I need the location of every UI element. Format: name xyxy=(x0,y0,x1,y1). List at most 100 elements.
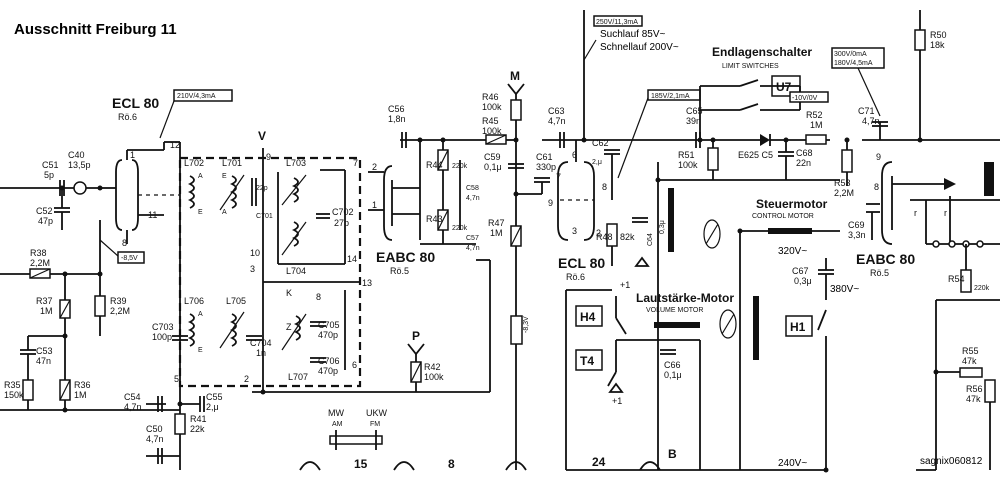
if-filter-dashed-box xyxy=(178,156,362,388)
pin-8-left: 8 xyxy=(122,238,127,248)
r48-ref: R48 xyxy=(596,232,613,242)
tube-ecl80-left-sub: Rö.6 xyxy=(118,112,137,122)
c59-val: 0,1μ xyxy=(484,162,502,172)
box-300v-label: 300V/0mA xyxy=(834,51,867,58)
box-180v-label: 180V/4,5mA xyxy=(834,60,873,67)
r53-val: 2,2M xyxy=(834,188,854,198)
coil-e1: E xyxy=(198,209,203,216)
c51-ref: C51 xyxy=(42,160,59,170)
pin-2-eabc: 2 xyxy=(372,162,377,172)
plus1-b: +1 xyxy=(612,396,622,406)
tube-ecl80-left-name: ECL 80 xyxy=(112,95,159,111)
control-motor-coil-2 xyxy=(753,296,759,360)
pin-2: 2 xyxy=(244,374,249,384)
c704-ref: C704 xyxy=(250,338,272,348)
pin-1-eabc: 1 xyxy=(372,200,377,210)
band-switch: MW AM UKW FM 15 8 xyxy=(299,408,455,471)
box-minus-10v-label: -10V/0V xyxy=(792,95,818,102)
input-section: C51 5p C40 13,5p C52 47p R38 2,2M R39 2,… xyxy=(0,150,180,411)
c705-ref: C705 xyxy=(318,320,340,330)
node-p-label: P xyxy=(412,329,420,343)
c61-ref: C61 xyxy=(536,152,553,162)
r37-ref: R37 xyxy=(36,296,53,306)
c61-val: 330p xyxy=(536,162,556,172)
switch-h4: H4 xyxy=(580,310,596,324)
pin-6: 6 xyxy=(352,360,357,370)
c51-val: 5p xyxy=(44,170,54,180)
r39-val: 2,2M xyxy=(110,306,130,316)
c53-ref: C53 xyxy=(36,346,53,356)
signature-label: sagnix060812 xyxy=(920,456,983,467)
box-minus-8-3v xyxy=(510,315,523,345)
tube-eabc80-mid: 2 1 EABC 80 Rö.5 xyxy=(368,162,435,276)
diode-e625-label: E625 C5 xyxy=(738,150,773,160)
c56-ref: C56 xyxy=(388,104,405,114)
c66-val: 0,1μ xyxy=(664,370,682,380)
box-210v xyxy=(173,89,233,102)
r41-val: 22k xyxy=(190,424,205,434)
band-switch-bar xyxy=(329,435,383,445)
pin-2-ecl: 2 xyxy=(596,228,601,238)
c706-ref: C706 xyxy=(318,356,340,366)
coil-l706-e: E xyxy=(198,347,203,354)
c63-ref: C63 xyxy=(548,106,565,116)
r35-val: 150k xyxy=(4,390,24,400)
c55-ref: C55 xyxy=(206,392,223,402)
c702-ref: C702 xyxy=(332,207,354,217)
pin-3: 3 xyxy=(250,264,255,274)
volume-motor-sub: VOLUME MOTOR xyxy=(646,307,703,314)
c58-ref: C58 xyxy=(466,185,479,192)
switch-fm: FM xyxy=(370,421,380,428)
tube-eabc80-right-sub: Rö.5 xyxy=(870,268,889,278)
r45-val: 100k xyxy=(482,126,502,136)
limit-switch-sub: LIMIT SWITCHES xyxy=(722,63,779,70)
coil-l704-label: L704 xyxy=(286,266,306,276)
limit-switch-label: Endlagenschalter xyxy=(712,45,812,59)
pin-7-ecl: 7 xyxy=(556,172,561,182)
tube-eabc80-right-name: EABC 80 xyxy=(856,251,915,267)
r38-ref: R38 xyxy=(30,248,47,258)
c69-ref: C69 xyxy=(848,220,865,230)
r50-val: 18k xyxy=(930,40,945,50)
pin-5: 5 xyxy=(174,374,179,384)
c52-ref: C52 xyxy=(36,206,53,216)
r45-ref: R45 xyxy=(482,116,499,126)
note-240v: 240V~ xyxy=(778,458,807,469)
r47-ref: R47 xyxy=(488,218,505,228)
c58-val: 4,7n xyxy=(466,195,480,202)
c69-val: 3,3n xyxy=(848,230,866,240)
diode-e625 xyxy=(760,134,770,146)
c40-val: 13,5p xyxy=(68,160,91,170)
r54-ref: R54 xyxy=(948,274,965,284)
c64-val: 0,3μ xyxy=(659,220,666,234)
r41-ref: R41 xyxy=(190,414,207,424)
c55-val: 2,μ xyxy=(206,402,219,412)
c67-val: 0,3μ xyxy=(794,276,812,286)
volume-motor-coil xyxy=(668,188,674,252)
r35-ref: R35 xyxy=(4,380,21,390)
c71-val: 4,7n xyxy=(862,116,880,126)
c703-val: 100p xyxy=(152,332,172,342)
node-b: B xyxy=(668,447,677,461)
r46-val: 100k xyxy=(482,102,502,112)
pin-3-ecl: 3 xyxy=(572,226,577,236)
c701-ref: C701 xyxy=(256,213,273,220)
pin-10: 10 xyxy=(250,248,260,258)
tube-ecl80-left: ECL 80 Rö.6 1 11 8 xyxy=(112,95,180,248)
r51-ref: R51 xyxy=(678,150,695,160)
coil-l702 xyxy=(187,175,195,209)
pin-8-right: 8 xyxy=(874,182,879,192)
c704-val: 1n xyxy=(256,348,266,358)
node-v-label: V xyxy=(258,129,266,143)
c71-ref: C71 xyxy=(858,106,875,116)
r56-ref: R56 xyxy=(966,384,983,394)
r48-val: 82k xyxy=(620,232,635,242)
c53-val: 47n xyxy=(36,356,51,366)
box-185v-label: 185V/2,1mA xyxy=(651,93,690,100)
r52-resistor xyxy=(805,134,827,145)
c706-val: 470p xyxy=(318,366,338,376)
c50-ref: C50 xyxy=(146,424,163,434)
box-minus-10v xyxy=(789,91,829,103)
c705-val: 470p xyxy=(318,330,338,340)
